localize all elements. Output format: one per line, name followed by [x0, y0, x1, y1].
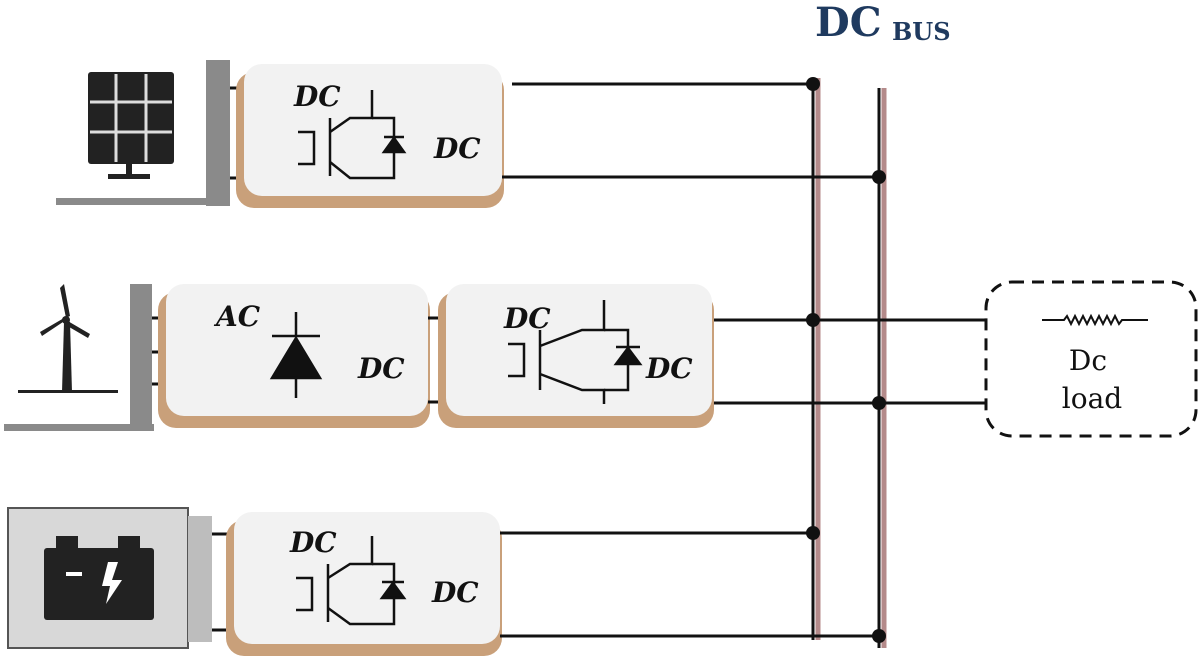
dc-load-label-line2: load [1062, 382, 1123, 415]
rectifier-input-label: AC [213, 300, 261, 333]
igbt-icon [298, 90, 407, 180]
bus-title-sub: BUS [892, 17, 951, 46]
bus-title: DC BUS [815, 0, 951, 46]
battery-icon [7, 507, 212, 649]
dc-bus-bars [811, 78, 887, 648]
dc-load: Dc load [984, 280, 1198, 438]
chopper-output-label: DC [645, 352, 693, 385]
solar-panel-icon [56, 72, 226, 205]
battery-converter-input-label: DC [289, 526, 337, 559]
bus-title-main: DC [815, 0, 882, 46]
battery-converter-output-label: DC [431, 576, 479, 609]
pv-converter-box [244, 64, 502, 196]
pv-converter-input-label: DC [293, 80, 341, 113]
pv-node-positive [806, 77, 820, 91]
pv-mount [206, 60, 230, 206]
resistor-icon [1042, 313, 1148, 327]
dc-load-box [984, 280, 1198, 438]
pv-branch: DC DC [56, 60, 886, 208]
wind-mount [130, 284, 152, 430]
rectifier-output-label: DC [357, 352, 405, 385]
diode-icon [269, 312, 323, 398]
chopper-box [446, 284, 712, 416]
igbt-icon [508, 300, 643, 404]
igbt-icon [296, 536, 407, 626]
wind-node-positive [806, 313, 820, 327]
dc-load-label-line1: Dc [1069, 344, 1107, 377]
battery-node-negative [872, 629, 886, 643]
wind-turbine-icon [4, 284, 154, 431]
battery-node-positive [806, 526, 820, 540]
battery-branch: DC DC [7, 507, 886, 656]
chopper-input-label: DC [503, 302, 551, 335]
pv-node-negative [872, 170, 886, 184]
wind-branch: AC DC DC DC [4, 284, 986, 431]
pv-converter-output-label: DC [433, 132, 481, 165]
wind-node-negative [872, 396, 886, 410]
